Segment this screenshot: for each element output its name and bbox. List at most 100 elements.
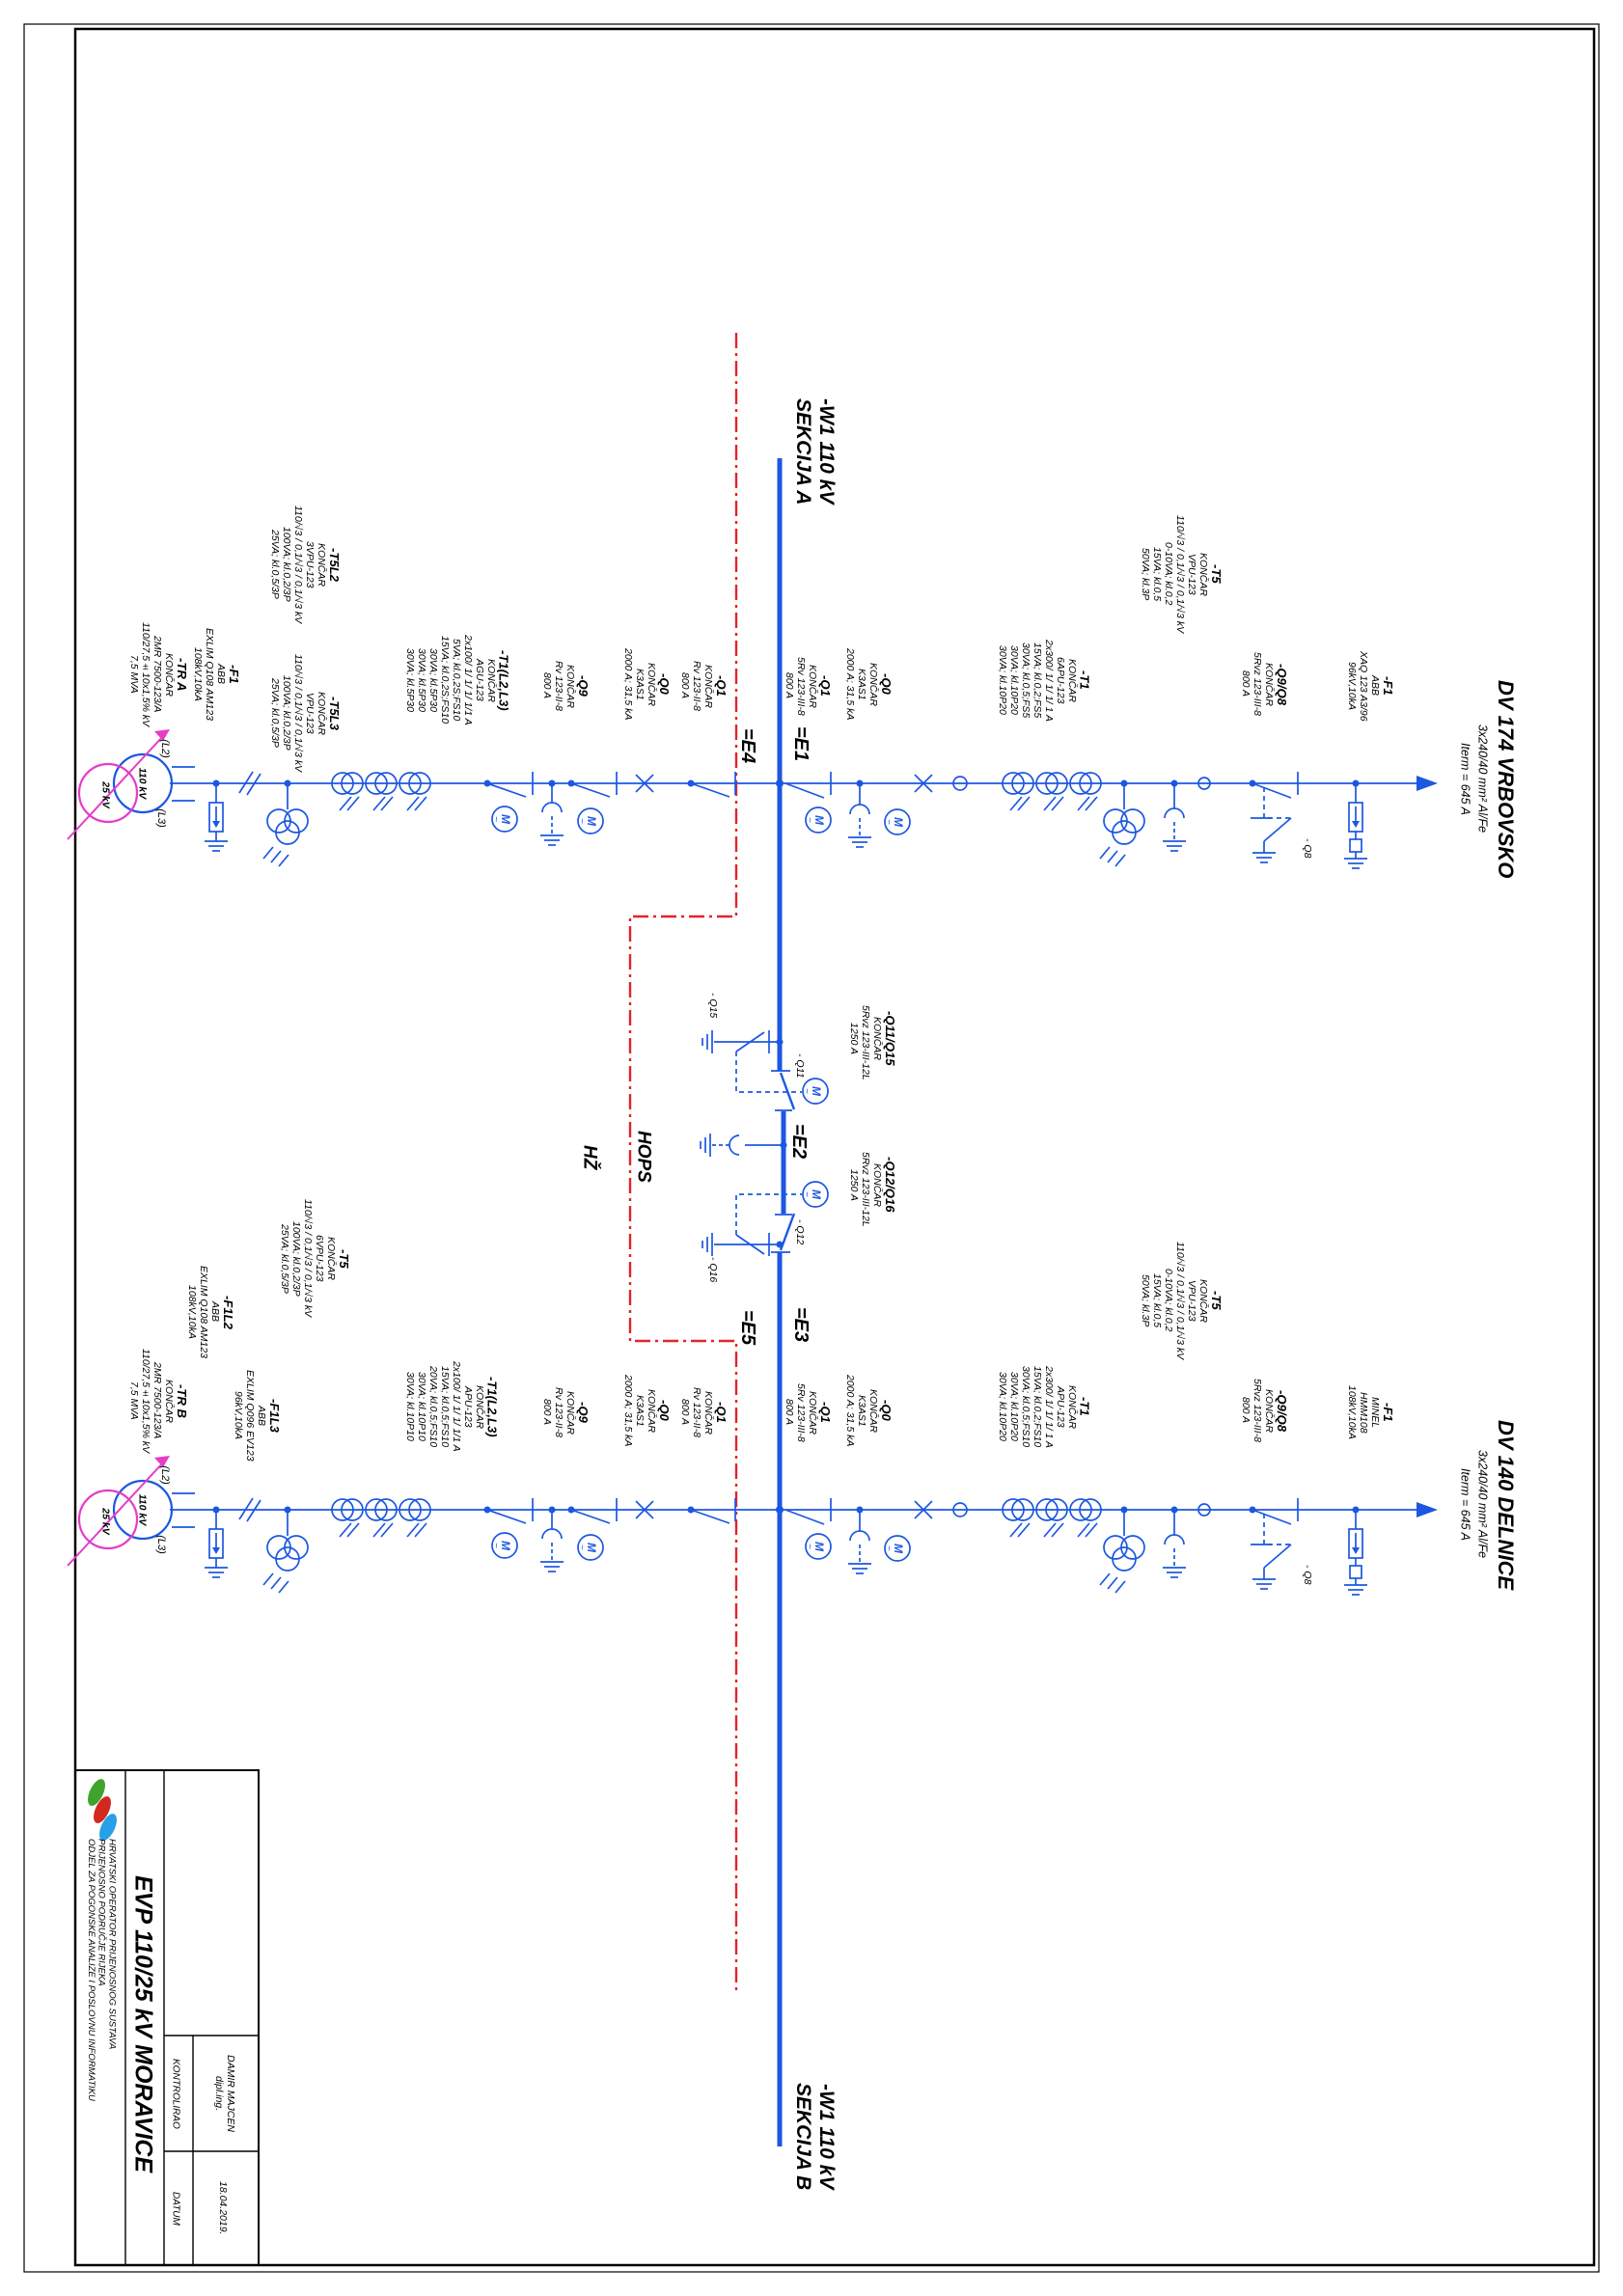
earthing-switch-q8-icon	[1251, 787, 1292, 863]
disconnector-q11-icon	[779, 1072, 796, 1110]
svg-text:~: ~	[883, 819, 894, 825]
bay-a-transformer-side: 110 kV 25 kV (L2) (L3)	[67, 729, 778, 867]
motor-drive-icon: M ~	[801, 1078, 829, 1105]
busbar-w1	[771, 458, 796, 2146]
motor-drive-icon: M ~	[804, 806, 832, 834]
label-dv174-iterm: Iterm = 645 A	[1458, 742, 1472, 815]
svg-text:~: ~	[801, 1088, 812, 1094]
label-dv140-iterm: Iterm = 645 A	[1458, 1467, 1472, 1541]
disconnector-icon	[687, 772, 736, 798]
hops-logo	[88, 1779, 117, 1841]
svg-text:(L3): (L3)	[155, 808, 167, 828]
svg-text:110 kV: 110 kV	[137, 768, 149, 800]
svg-text:~: ~	[801, 1191, 812, 1197]
svg-text:M: M	[810, 1086, 823, 1097]
disconnector-icon	[1249, 772, 1299, 799]
surge-arrester-icon	[205, 779, 228, 852]
ownership-boundary-line	[628, 333, 738, 1992]
insulator-icon	[1197, 777, 1211, 790]
label-hz: HŽ	[579, 1145, 600, 1170]
svg-text:M: M	[812, 815, 826, 826]
label-e4: =E4	[736, 727, 758, 764]
current-transformer-icon	[1002, 772, 1102, 811]
feeder-arrow-icon	[1417, 776, 1438, 791]
label-dv174-conductor: 3x240/40 mm² Al/Fe	[1475, 724, 1490, 834]
earthing-switch-q15-icon	[701, 1030, 802, 1093]
disconnector-icon	[784, 772, 832, 799]
svg-text:25 kV: 25 kV	[100, 780, 112, 808]
svg-text:~: ~	[576, 818, 587, 824]
voltage-tap-icon	[1163, 779, 1186, 852]
transformer-icon: 110 kV 25 kV	[67, 729, 174, 840]
label-e3: =E3	[789, 1306, 812, 1343]
bay-a-line-side: M ~ M ~	[776, 772, 1438, 869]
cable-marker-icon	[238, 771, 261, 796]
label-e1: =E1	[789, 725, 812, 762]
svg-text:(L2): (L2)	[159, 739, 171, 758]
svg-text:M: M	[585, 816, 598, 827]
label-e2: =E2	[787, 1123, 810, 1160]
svg-text:M: M	[499, 814, 512, 825]
titleblock-kontrolirao: KONTROLIRAO	[170, 2058, 181, 2129]
circuit-breaker-icon	[635, 774, 654, 793]
svg-text:~: ~	[804, 817, 814, 823]
voltage-transformer-icon	[262, 779, 309, 867]
label-hops: HOPS	[633, 1131, 654, 1183]
ct-core-icon	[952, 776, 968, 791]
disconnector-icon	[483, 772, 534, 798]
voltage-tap-icon	[848, 779, 871, 848]
voltage-tap-icon	[540, 779, 564, 846]
label-dv174: DV 174 VRBOVSKO	[1494, 680, 1519, 879]
label-dv140-conductor: 3x240/40 mm² Al/Fe	[1475, 1449, 1490, 1559]
titleblock-datum-value: 18.04.2019.	[216, 2181, 229, 2235]
titleblock-datum: DATUM	[170, 2191, 181, 2226]
tag-q11: - Q11	[793, 1053, 806, 1079]
motor-drive-icon: M ~	[576, 807, 604, 834]
circuit-breaker-icon	[914, 774, 933, 793]
disconnector-icon	[567, 772, 618, 798]
earthing-switch-q16-icon	[701, 1193, 802, 1256]
tag-q15: - Q15	[706, 992, 719, 1019]
svg-text:M: M	[892, 817, 905, 828]
motor-drive-icon: M ~	[490, 806, 518, 833]
titleblock-title: EVP 110/25 kV MORAVICE	[129, 1875, 157, 2173]
motor-drive-icon: M ~	[883, 808, 911, 835]
tag-q12: - Q12	[793, 1218, 806, 1245]
tag-q16: - Q16	[706, 1256, 719, 1283]
svg-text:M: M	[810, 1189, 823, 1200]
title-block-grid	[74, 1769, 260, 2266]
e2-section-devices: M ~ M ~	[700, 1030, 829, 1256]
surge-arrester-icon	[1344, 779, 1367, 869]
voltage-tap-icon	[700, 1134, 787, 1157]
